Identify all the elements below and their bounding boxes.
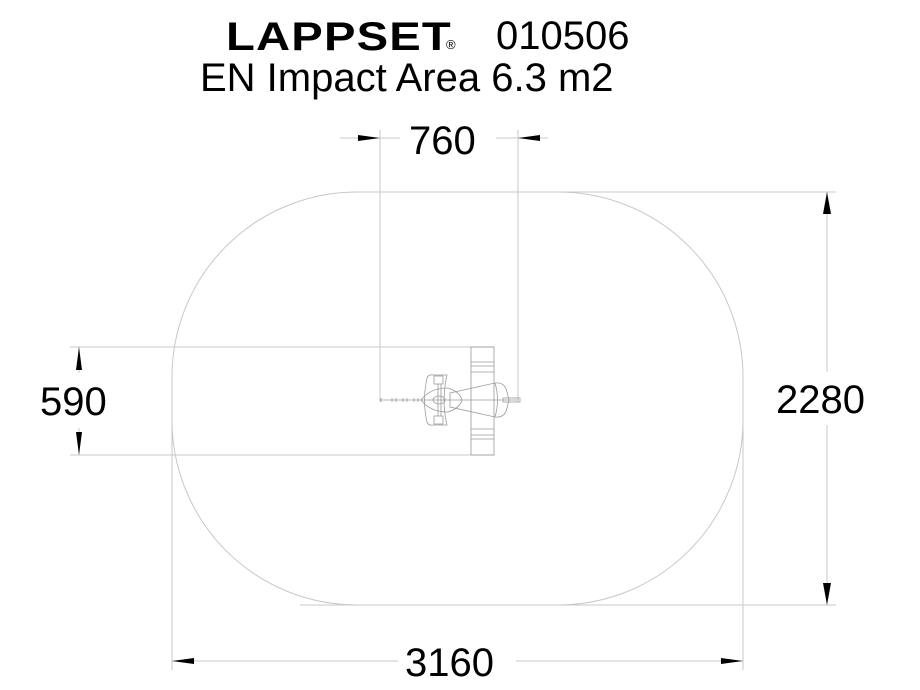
arrow-up-icon bbox=[823, 192, 831, 214]
dimension-label-3160: 3160 bbox=[405, 641, 494, 685]
dimension-label-590: 590 bbox=[40, 380, 107, 424]
dimension-label-2280: 2280 bbox=[776, 378, 865, 422]
dimension-label-760: 760 bbox=[409, 119, 476, 163]
spring-rocker-equipment bbox=[380, 346, 521, 456]
arrow-right-icon bbox=[358, 135, 380, 141]
impact-area-subtitle: EN Impact Area 6.3 m2 bbox=[200, 56, 614, 100]
registered-mark: ® bbox=[446, 37, 456, 52]
dimension-2280 bbox=[300, 191, 836, 606]
arrow-left-icon bbox=[518, 135, 540, 141]
dimension-590 bbox=[70, 346, 494, 456]
dimension-760 bbox=[340, 130, 548, 402]
arrow-left-icon bbox=[172, 658, 194, 664]
arrow-down-icon bbox=[823, 583, 831, 605]
arrow-right-icon bbox=[721, 658, 743, 664]
arrow-down-icon bbox=[76, 432, 82, 455]
brand-logo: LAPPSET bbox=[226, 15, 452, 59]
impact-area-outline bbox=[171, 191, 744, 606]
product-code: 010506 bbox=[496, 14, 630, 58]
arrow-up-icon bbox=[76, 347, 82, 370]
dimension-3160 bbox=[171, 420, 744, 670]
